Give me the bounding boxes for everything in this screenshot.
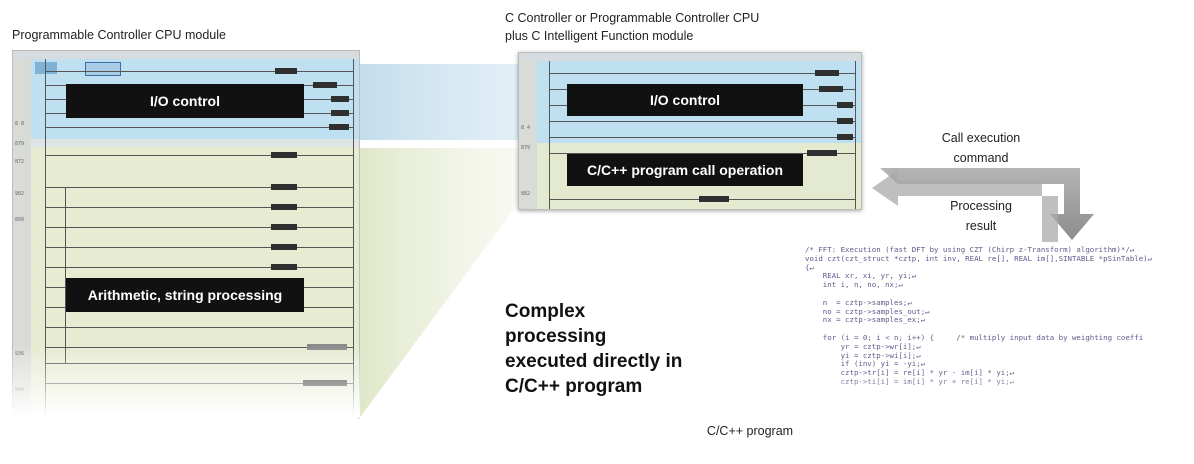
- cpp-program-label: C/C++ program: [706, 424, 794, 438]
- divider-bar: [13, 139, 359, 147]
- io-control-label-right: I/O control: [567, 84, 803, 116]
- io-control-label-left: I/O control: [66, 84, 304, 118]
- code-line: int i, n, no, nx;↵: [805, 280, 903, 290]
- code-line: {↵: [805, 262, 814, 272]
- complex-line3: executed directly in: [505, 351, 683, 372]
- step-column: [519, 61, 537, 209]
- code-line: /* FFT: Execution (fast DFT by using CZT…: [805, 245, 1135, 254]
- arith-connector-band: [358, 148, 518, 420]
- code-line: n = cztp->samples;↵: [805, 297, 912, 307]
- proc-result-label-line1: Processing: [950, 199, 1012, 213]
- code-line: REAL xr, xi, yr, yi;↵: [805, 271, 917, 281]
- complex-line4: C/C++ program: [505, 376, 643, 397]
- call-exec-label-line1: Call execution: [941, 131, 1021, 145]
- left-module-label: Programmable Controller CPU module: [12, 28, 226, 42]
- code-line: for (i = 0; i < n; i++) { /* multiply in…: [805, 332, 1144, 342]
- arith-label: Arithmetic, string processing: [66, 278, 304, 312]
- proc-result-label-line2: result: [965, 219, 997, 233]
- code-line: void czt(czt_struct *cztp, int inv, REAL…: [805, 253, 1153, 263]
- complex-line1: Complex: [505, 301, 586, 322]
- code-line: yi = cztp->wi[i];↵: [805, 350, 921, 360]
- step-column: [13, 59, 31, 416]
- code-line: yr = cztp->wr[i];↵: [805, 341, 921, 351]
- code-line: no = cztp->samples_out;↵: [805, 306, 930, 316]
- selected-cell: [85, 62, 121, 76]
- ruler-bar: [13, 51, 359, 59]
- code-line: if (inv) yi = -yi;↵: [805, 359, 926, 369]
- complex-line2: processing: [505, 326, 607, 347]
- call-exec-label-line2: command: [953, 151, 1009, 165]
- code-block: /* FFT: Execution (fast DFT by using CZT…: [805, 245, 1153, 387]
- right-module-label-line2: plus C Intelligent Function module: [505, 29, 694, 43]
- code-line: nx = cztp->samples_ex;↵: [805, 315, 926, 325]
- call-operation-label: C/C++ program call operation: [567, 154, 803, 186]
- left-window-fade: [12, 345, 360, 417]
- result-arrow: [872, 170, 1058, 242]
- io-connector-band: [358, 64, 518, 140]
- right-module-label-line1: C Controller or Programmable Controller …: [505, 11, 760, 25]
- code-fade: [803, 372, 1189, 416]
- ruler-bar: [519, 53, 861, 61]
